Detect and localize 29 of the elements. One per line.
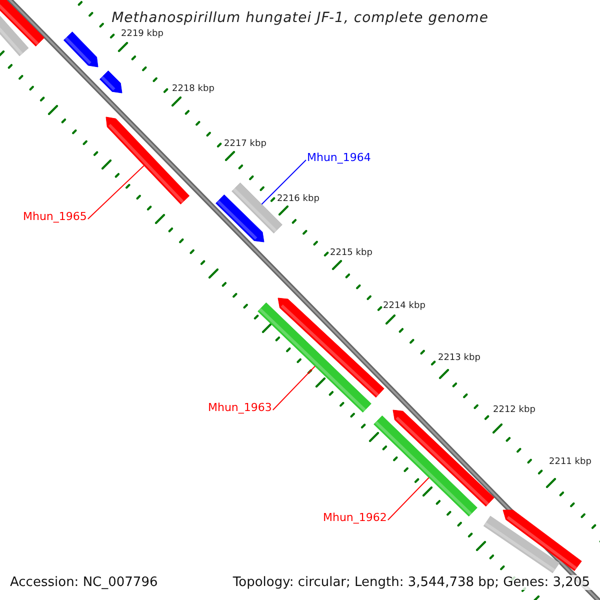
gene-block [0, 0, 44, 46]
gene-block [63, 32, 98, 68]
scale-label: 2212 kbp [493, 406, 536, 415]
gene-block [278, 298, 384, 398]
gene-label: Mhun_1964 [307, 152, 371, 163]
gene-block [483, 516, 560, 574]
leader-line [87, 165, 144, 220]
gene-label: Mhun_1963 [208, 402, 272, 413]
title: Methanospirillum hungatei JF-1, complete genome [110, 11, 490, 25]
footer-text: Accession: NC_007796 [9, 575, 159, 590]
scale-label: 2213 kbp [438, 354, 480, 363]
scale-label: 2214 kbp [383, 302, 426, 311]
leader-line [387, 477, 430, 520]
leader-line [261, 160, 306, 205]
gene-block [392, 410, 494, 507]
scale-label: 2215 kbp [330, 249, 372, 258]
gene-label: Mhun_1965 [23, 211, 87, 222]
scale-label: 2216 kbp [277, 195, 320, 204]
footer-text: Topology: circular; Length: 3,544,738 bp; Genes: 3,205 [230, 575, 592, 590]
gene-block [502, 510, 582, 572]
gene-block [106, 116, 190, 204]
gene-block [216, 194, 264, 242]
scale-label: 2217 kbp [224, 140, 266, 149]
gene-label: Mhun_1962 [323, 512, 387, 523]
gene-block [100, 70, 122, 94]
leader-line [272, 366, 316, 410]
scale-label: 2218 kbp [172, 85, 214, 94]
scale-label: 2211 kbp [549, 458, 592, 467]
scale-label: 2219 kbp [121, 30, 164, 39]
